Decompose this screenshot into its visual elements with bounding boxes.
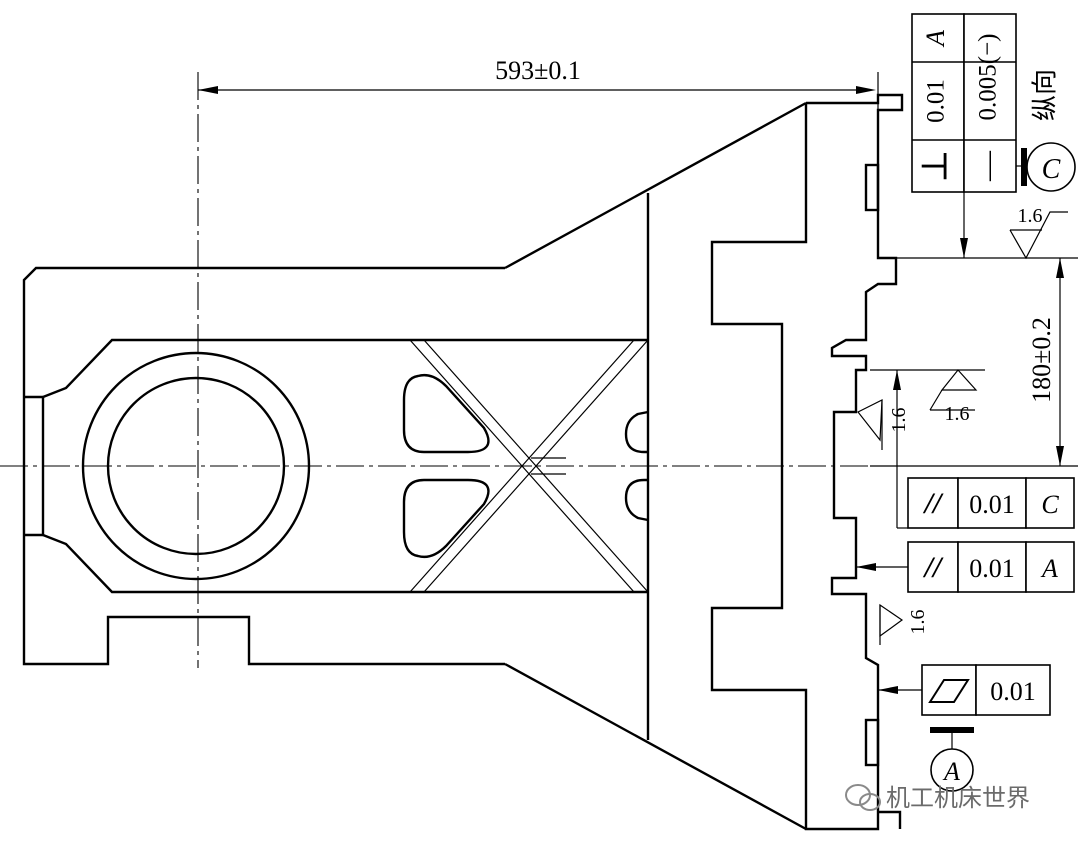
flatness-icon — [928, 679, 970, 703]
roughness-lower-vertical: 1.6 — [879, 603, 929, 645]
boss-outer-circle — [81, 351, 311, 581]
parallel-value-c: 0.01 — [969, 490, 1015, 519]
parallelism-frame-c: // 0.01 C — [897, 477, 1075, 529]
datum-c-circle — [1026, 142, 1076, 192]
watermark: 机工机床世界 — [845, 784, 1030, 812]
roughness-top-value: 1.6 — [1018, 205, 1043, 227]
datum-a-label: A — [942, 757, 960, 786]
perp-datum-a: A — [921, 30, 950, 48]
left-notch — [24, 395, 45, 537]
parallelism-frame-a: // 0.01 A — [856, 541, 1075, 593]
boss-inner-circle — [106, 376, 286, 556]
dimension-180: 180±0.2 — [870, 257, 1078, 467]
flange-pad-top — [864, 163, 880, 212]
dimension-593-text: 593±0.1 — [495, 56, 581, 85]
perpendicular-symbol: ⊥ — [914, 149, 954, 183]
roughness-mid-vertical: 1.6 — [857, 370, 910, 528]
straightness-value: 0.005(−) — [975, 34, 1002, 121]
datum-a-bar — [930, 727, 974, 733]
roughness-lower-vertical-value: 1.6 — [907, 610, 929, 635]
roughness-mid-right: 1.6 — [870, 369, 985, 425]
datum-c-bar — [1021, 148, 1027, 186]
parallel-datum-a: A — [1040, 554, 1058, 583]
center-lines — [0, 72, 870, 668]
roughness-top: 1.6 — [1009, 205, 1068, 260]
flange-pad-bottom — [864, 718, 880, 767]
top-tolerance-frame: C A 0.01 ⊥ 0.005(−) — 纵向 — [911, 13, 1076, 258]
datum-a-circle — [930, 748, 974, 792]
roughness-mid-vertical-value: 1.6 — [888, 408, 910, 433]
datum-c-label: C — [1042, 154, 1061, 185]
perp-value: 0.01 — [923, 79, 950, 123]
straightness-symbol: — — [971, 150, 1004, 182]
left-block-outline — [22, 266, 505, 666]
cross-ribs — [409, 339, 649, 593]
dimension-593: 593±0.1 — [198, 56, 879, 110]
watermark-text: 机工机床世界 — [886, 784, 1030, 812]
parallel-symbol-a: // — [923, 551, 944, 584]
flatness-value: 0.01 — [990, 677, 1036, 706]
parallel-symbol-c: // — [923, 487, 944, 520]
wechat-icon — [845, 784, 881, 811]
inner-cavity — [42, 338, 648, 594]
dimension-180-text: 180±0.2 — [1027, 317, 1056, 403]
flatness-frame: 0.01 A — [878, 664, 1051, 792]
roughness-mid-right-value: 1.6 — [945, 403, 970, 425]
lightening-holes — [402, 373, 649, 559]
parallel-value-a: 0.01 — [969, 554, 1015, 583]
parallel-datum-c: C — [1041, 490, 1059, 519]
direction-note: 纵向 — [1031, 69, 1061, 121]
part-body — [22, 93, 904, 831]
taper-web — [504, 101, 807, 831]
